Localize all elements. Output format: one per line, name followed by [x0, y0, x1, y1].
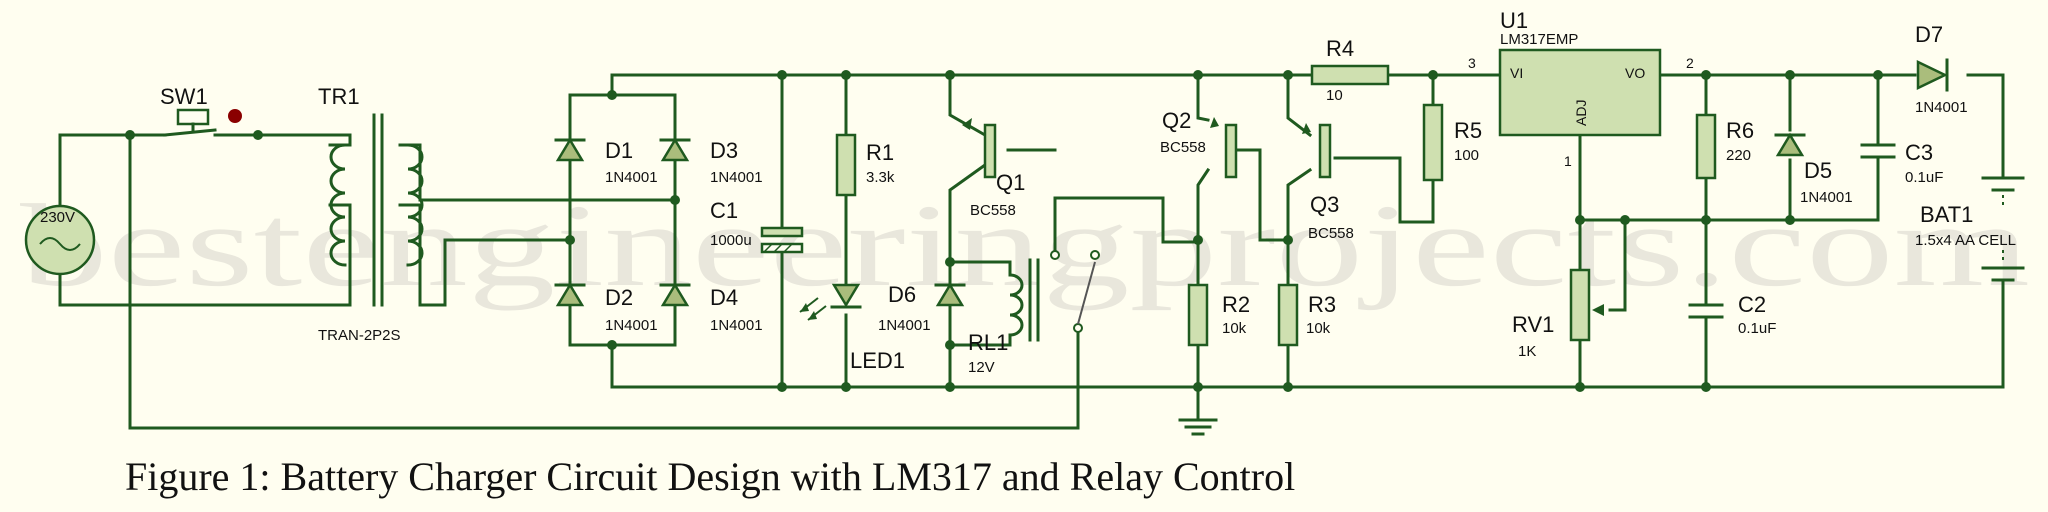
d7-value: 1N4001 [1915, 99, 1968, 116]
tr1-value: TRAN-2P2S [318, 327, 401, 344]
r3-label: R3 [1308, 292, 1336, 317]
u1-value: LM317EMP [1500, 31, 1578, 48]
diode-d1: D1 1N4001 [554, 137, 658, 186]
r4-value: 10 [1326, 87, 1343, 104]
rv1-value: 1K [1518, 343, 1536, 360]
r6-label: R6 [1726, 118, 1754, 143]
rl1-label: RL1 [968, 330, 1008, 355]
d6-label: D6 [888, 282, 916, 307]
q2-label: Q2 [1162, 108, 1191, 133]
ac-source: 230V [24, 204, 96, 276]
ground-symbol [1178, 418, 1218, 436]
capacitor-c1: C1 1000u [710, 198, 804, 254]
bat1-label: BAT1 [1920, 202, 1973, 227]
capacitor-c2: C2 0.1uF [1688, 292, 1776, 337]
wires [58, 73, 2005, 430]
diode-d3: D3 1N4001 [659, 137, 763, 186]
switch-sw1: SW1 [160, 84, 242, 137]
u1-pin2-number: 2 [1686, 55, 1694, 71]
c2-value: 0.1uF [1738, 320, 1776, 337]
r3-value: 10k [1306, 320, 1331, 337]
ac-source-voltage: 230V [40, 209, 75, 226]
resistor-r3: R3 10k [1277, 283, 1336, 347]
u1-pin-vo: VO [1625, 65, 1645, 81]
resistor-r4: R4 10 [1310, 36, 1390, 104]
r1-label: R1 [866, 140, 894, 165]
figure-caption: Figure 1: Battery Charger Circuit Design… [125, 454, 1295, 499]
resistor-r2: R2 10k [1187, 283, 1250, 347]
r5-value: 100 [1454, 147, 1479, 164]
d4-label: D4 [710, 285, 738, 310]
q1-label: Q1 [996, 170, 1025, 195]
c1-value: 1000u [710, 232, 752, 249]
c3-label: C3 [1905, 140, 1933, 165]
r2-value: 10k [1222, 320, 1247, 337]
capacitor-c3: C3 0.1uF [1860, 140, 1943, 186]
d2-value: 1N4001 [605, 317, 658, 334]
diode-d6: D6 1N4001 [878, 282, 966, 334]
d5-value: 1N4001 [1800, 189, 1853, 206]
potentiometer-rv1: RV1 1K [1512, 268, 1604, 360]
u1-label: U1 [1500, 8, 1528, 33]
battery-bat1: BAT1 1.5x4 AA CELL [1915, 176, 2025, 282]
d1-label: D1 [605, 138, 633, 163]
r4-label: R4 [1326, 36, 1354, 61]
watermark: bestengineeringprojects.com [20, 180, 2030, 311]
rv1-label: RV1 [1512, 312, 1554, 337]
d6-value: 1N4001 [878, 317, 931, 334]
sw1-label: SW1 [160, 84, 208, 109]
r2-label: R2 [1222, 292, 1250, 317]
r6-value: 220 [1726, 147, 1751, 164]
junction-dots [125, 70, 1883, 392]
resistor-r1: R1 3.3k [835, 133, 895, 197]
q2-value: BC558 [1160, 139, 1206, 156]
tr1-label: TR1 [318, 84, 360, 109]
diode-d2: D2 1N4001 [554, 282, 658, 334]
rl1-value: 12V [968, 359, 995, 376]
d2-label: D2 [605, 285, 633, 310]
d7-label: D7 [1915, 22, 1943, 47]
led-led1: LED1 [799, 283, 905, 373]
resistor-r6: R6 220 [1695, 113, 1754, 180]
c1-label: C1 [710, 198, 738, 223]
r1-value: 3.3k [866, 169, 895, 186]
transformer-tr1: TR1 TRAN-2P2S [318, 84, 424, 344]
d5-label: D5 [1804, 158, 1832, 183]
u1-pin1-number: 1 [1564, 153, 1572, 169]
d4-value: 1N4001 [710, 317, 763, 334]
transistor-q3: Q3 BC558 [1302, 123, 1354, 242]
resistor-r5: R5 100 [1422, 103, 1482, 182]
bat1-value: 1.5x4 AA CELL [1915, 232, 2016, 249]
led1-label: LED1 [850, 348, 905, 373]
regulator-u1: U1 LM317EMP VI VO ADJ 3 2 1 [1468, 8, 1694, 169]
transistor-q1: Q1 BC558 [962, 118, 1025, 219]
u1-pin-adj: ADJ [1573, 100, 1589, 126]
u1-pin3-number: 3 [1468, 55, 1476, 71]
d3-value: 1N4001 [710, 169, 763, 186]
r5-label: R5 [1454, 118, 1482, 143]
d3-label: D3 [710, 138, 738, 163]
c2-label: C2 [1738, 292, 1766, 317]
diode-d7: D7 1N4001 [1915, 22, 1968, 116]
q3-value: BC558 [1308, 225, 1354, 242]
c3-value: 0.1uF [1905, 169, 1943, 186]
q1-value: BC558 [970, 202, 1016, 219]
transistor-q2: Q2 BC558 [1160, 108, 1238, 179]
q3-label: Q3 [1310, 192, 1339, 217]
diode-d5: D5 1N4001 [1774, 132, 1853, 206]
u1-pin-vi: VI [1510, 65, 1523, 81]
relay-rl1: RL1 12V [968, 250, 1100, 376]
d1-value: 1N4001 [605, 169, 658, 186]
diode-d4: D4 1N4001 [659, 282, 763, 334]
